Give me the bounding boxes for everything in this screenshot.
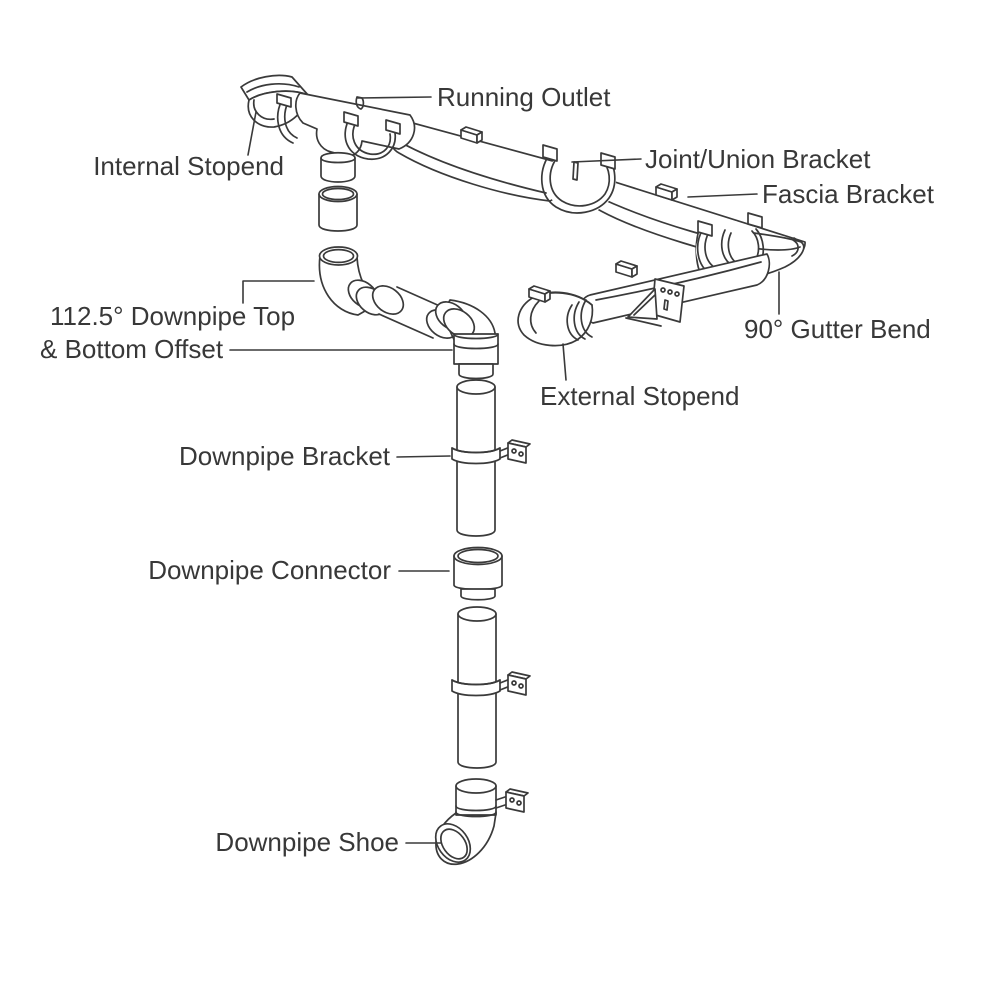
label-joint-union-bracket: Joint/Union Bracket bbox=[645, 144, 871, 174]
label-downpipe-shoe: Downpipe Shoe bbox=[215, 827, 399, 857]
label-offset-line1: 112.5° Downpipe Top bbox=[50, 301, 296, 331]
fascia-clip-icon bbox=[616, 261, 637, 277]
fascia-clip-icon bbox=[461, 127, 677, 200]
label-offset-line2: & Bottom Offset bbox=[40, 334, 224, 364]
label-downpipe-connector: Downpipe Connector bbox=[148, 555, 391, 585]
running-outlet-icon bbox=[277, 93, 414, 182]
label-running-outlet: Running Outlet bbox=[437, 82, 611, 112]
downpipe-bracket-icon bbox=[452, 440, 530, 464]
leader-fascia-bracket bbox=[688, 194, 757, 197]
joint-union-bracket-icon bbox=[542, 145, 616, 214]
label-downpipe-bracket: Downpipe Bracket bbox=[179, 441, 390, 471]
label-gutter-bend: 90° Gutter Bend bbox=[744, 314, 931, 344]
label-fascia-bracket: Fascia Bracket bbox=[762, 179, 934, 209]
label-external-stopend: External Stopend bbox=[540, 381, 740, 411]
offset-bottom-elbow-icon bbox=[430, 296, 498, 378]
leader-downpipe-bracket bbox=[397, 456, 450, 457]
short-pipe-icon bbox=[319, 187, 357, 232]
gusset-bracket-icon bbox=[626, 279, 684, 326]
label-internal-stopend: Internal Stopend bbox=[93, 151, 284, 181]
leader-external-stopend bbox=[563, 344, 566, 380]
leader-joint-union-bracket bbox=[572, 159, 641, 162]
leader-offset-top bbox=[243, 281, 314, 303]
downpipe-shoe-icon bbox=[429, 779, 528, 869]
leader-running-outlet bbox=[358, 97, 431, 98]
external-stopend-icon bbox=[518, 286, 592, 346]
leader-lines bbox=[230, 97, 779, 843]
leader-internal-stopend bbox=[248, 112, 256, 155]
downpipe-connector-icon bbox=[454, 548, 502, 600]
